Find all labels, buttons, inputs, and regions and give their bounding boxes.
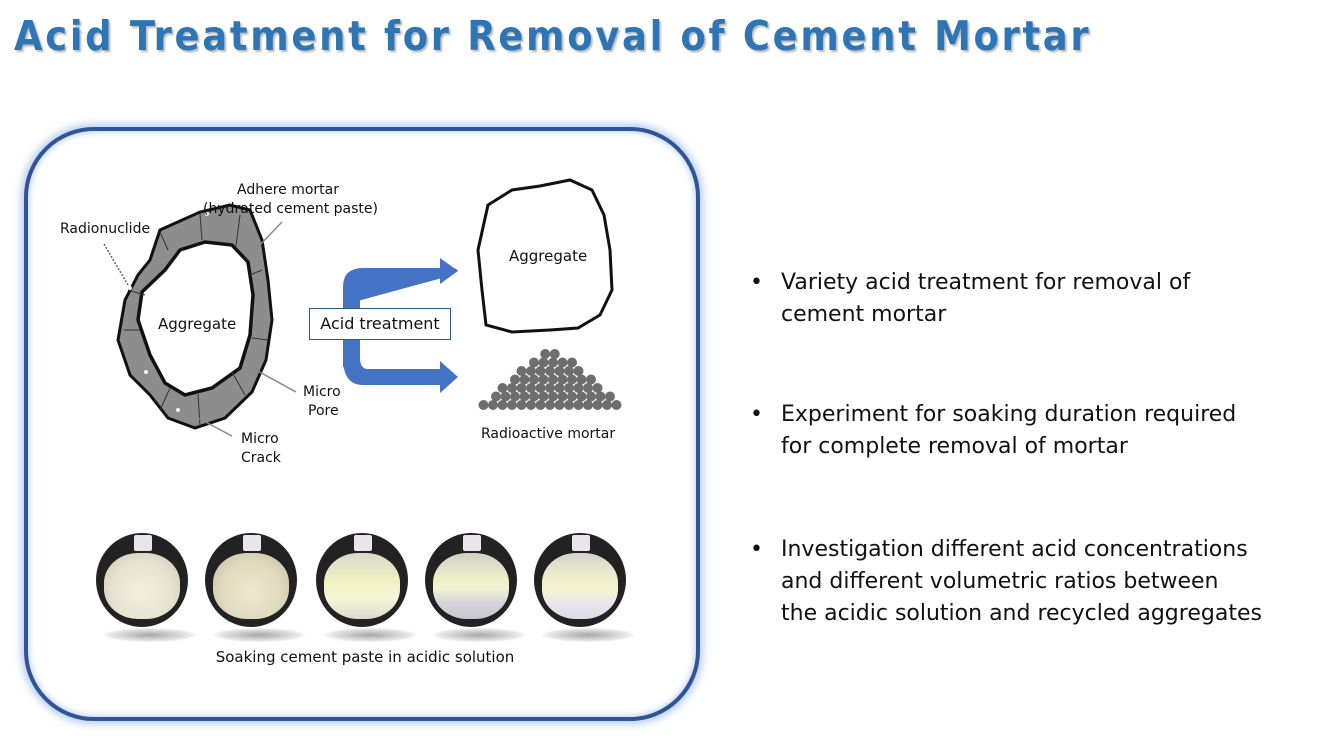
mortar-particle xyxy=(538,357,549,368)
mortar-particle xyxy=(605,391,615,402)
beaker-photo-5 xyxy=(534,533,626,627)
bullet-line: and different volumetric ratios between xyxy=(781,569,1219,594)
mortar-particle xyxy=(586,391,596,402)
bullet-line: cement mortar xyxy=(781,302,947,327)
mortar-particle xyxy=(567,357,577,368)
mortar-particle xyxy=(507,383,517,393)
mortar-particle xyxy=(576,374,587,385)
label-radioactive-mortar: Radioactive mortar xyxy=(481,426,616,442)
mortar-particle xyxy=(554,400,565,410)
label-micro-pore-line2: Pore xyxy=(308,403,339,419)
mortar-particle xyxy=(573,383,584,393)
label-micro-crack-line1: Micro xyxy=(241,431,279,447)
bullet-line: the acidic solution and recycled aggrega… xyxy=(781,601,1262,626)
mortar-particle xyxy=(488,400,498,410)
aggregate-with-mortar-illustration xyxy=(103,203,297,437)
mortar-particle xyxy=(519,374,530,385)
mortar-particle xyxy=(540,349,551,359)
photos-caption: Soaking cement paste in acidic solution xyxy=(215,648,515,666)
mortar-particle xyxy=(595,391,606,402)
mortar-particle xyxy=(557,374,568,385)
clean-aggregate-illustration xyxy=(476,178,614,334)
mortar-particle xyxy=(497,400,508,410)
mortar-particle xyxy=(535,383,546,393)
label-radionuclide: Radionuclide xyxy=(60,221,151,237)
mortar-particle xyxy=(583,400,593,410)
mortar-particle xyxy=(548,357,558,368)
mortar-particle xyxy=(545,400,555,410)
bullet-line: Experiment for soaking duration required xyxy=(781,402,1237,427)
beaker-shadow xyxy=(104,628,196,642)
mortar-particle xyxy=(567,374,577,385)
mortar-particle xyxy=(564,400,574,410)
mortar-particle xyxy=(592,400,603,410)
mortar-particle xyxy=(510,374,520,385)
bullet-line: Investigation different acid concentrati… xyxy=(781,537,1248,562)
mortar-particle xyxy=(526,366,536,376)
mortar-particle xyxy=(592,383,603,393)
acid-treatment-box: Acid treatment xyxy=(309,308,451,340)
beaker-shadow xyxy=(324,628,416,642)
mortar-particle xyxy=(611,400,622,410)
mortar-particle xyxy=(586,374,596,385)
mortar-particle xyxy=(526,383,536,393)
mortar-particle xyxy=(557,357,568,368)
beaker-photo-4 xyxy=(425,533,517,627)
mortar-particle xyxy=(529,391,539,402)
bullet-line: for complete removal of mortar xyxy=(781,434,1128,459)
mortar-particle xyxy=(545,383,555,393)
mortar-particle xyxy=(548,391,558,402)
mortar-particle xyxy=(529,374,539,385)
bullet-marker: • xyxy=(750,537,763,562)
mortar-particle xyxy=(567,391,577,402)
radioactive-mortar-pile-illustration xyxy=(478,349,622,410)
mortar-particle xyxy=(491,391,501,402)
mortar-particle xyxy=(602,400,612,410)
mortar-particle xyxy=(516,400,527,410)
beaker-shadow xyxy=(213,628,305,642)
mortar-particle xyxy=(510,391,520,402)
slide-title: Acid Treatment for Removal of Cement Mor… xyxy=(14,12,1092,60)
bullet-line: Variety acid treatment for removal of xyxy=(781,270,1191,295)
mortar-particle xyxy=(535,400,546,410)
mortar-particle xyxy=(583,383,593,393)
mortar-particle xyxy=(478,400,489,410)
beaker-photo-2 xyxy=(205,533,297,627)
label-aggregate-after: Aggregate xyxy=(509,247,588,265)
mortar-particle xyxy=(557,391,568,402)
mortar-particle xyxy=(573,400,584,410)
label-adhere-mortar-line1: Adhere mortar xyxy=(237,182,339,198)
mortar-particle xyxy=(519,391,530,402)
mortar-particle xyxy=(535,366,546,376)
mortar-particle xyxy=(516,366,527,376)
bullet-marker: • xyxy=(750,270,763,295)
mortar-particle xyxy=(548,374,558,385)
mortar-particle xyxy=(526,400,536,410)
label-aggregate-before: Aggregate xyxy=(158,315,237,333)
mortar-particle xyxy=(538,374,549,385)
mortar-particle xyxy=(497,383,508,393)
mortar-particle xyxy=(538,391,549,402)
mortar-particle xyxy=(549,349,560,359)
mortar-particle xyxy=(545,366,555,376)
mortar-particle xyxy=(564,383,574,393)
mortar-particle xyxy=(554,366,565,376)
mortar-particle xyxy=(564,366,574,376)
beaker-photo-1 xyxy=(96,533,188,627)
label-micro-pore-line1: Micro xyxy=(303,384,341,400)
label-micro-crack-line2: Crack xyxy=(241,450,281,466)
mortar-particle xyxy=(573,366,584,376)
beaker-shadow xyxy=(433,628,525,642)
mortar-particle xyxy=(516,383,527,393)
mortar-particle xyxy=(554,383,565,393)
beaker-shadow xyxy=(542,628,634,642)
label-adhere-mortar-line2: (hydrated cement paste) xyxy=(203,201,378,217)
mortar-particle xyxy=(507,400,517,410)
mortar-particle xyxy=(500,391,511,402)
mortar-particle xyxy=(576,391,587,402)
bullet-marker: • xyxy=(750,402,763,427)
mortar-particle xyxy=(529,357,539,368)
beaker-photo-3 xyxy=(316,533,408,627)
